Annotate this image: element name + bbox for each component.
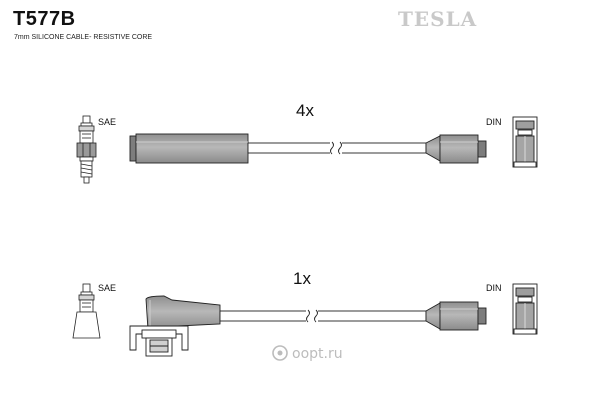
top-straight-boot	[129, 133, 249, 164]
bottom-din-boot	[425, 301, 487, 331]
top-lead-sae-label: SAE	[98, 117, 117, 127]
bottom-spark-plug-icon	[72, 283, 101, 339]
bottom-angled-boot	[129, 295, 221, 357]
top-din-boot	[425, 134, 487, 164]
part-number: T577B	[13, 8, 76, 30]
bottom-lead-quantity: 1x	[293, 269, 311, 288]
watermark-logo-icon	[272, 345, 288, 361]
brand-logo: TESLA	[398, 7, 478, 31]
bottom-lead-sae-label: SAE	[98, 283, 117, 293]
top-din-terminal-icon	[512, 116, 538, 168]
top-spark-plug-icon	[76, 115, 97, 184]
bottom-cable	[219, 309, 427, 323]
top-cable	[247, 141, 427, 155]
bottom-lead-din-label: DIN	[486, 283, 502, 293]
top-lead-quantity: 4x	[296, 101, 314, 120]
watermark-text: oopt.ru	[292, 346, 343, 362]
top-lead-din-label: DIN	[486, 117, 502, 127]
bottom-din-terminal-icon	[512, 283, 538, 335]
cable-spec: 7mm SILICONE CABLE- RESISTIVE CORE	[14, 34, 153, 41]
